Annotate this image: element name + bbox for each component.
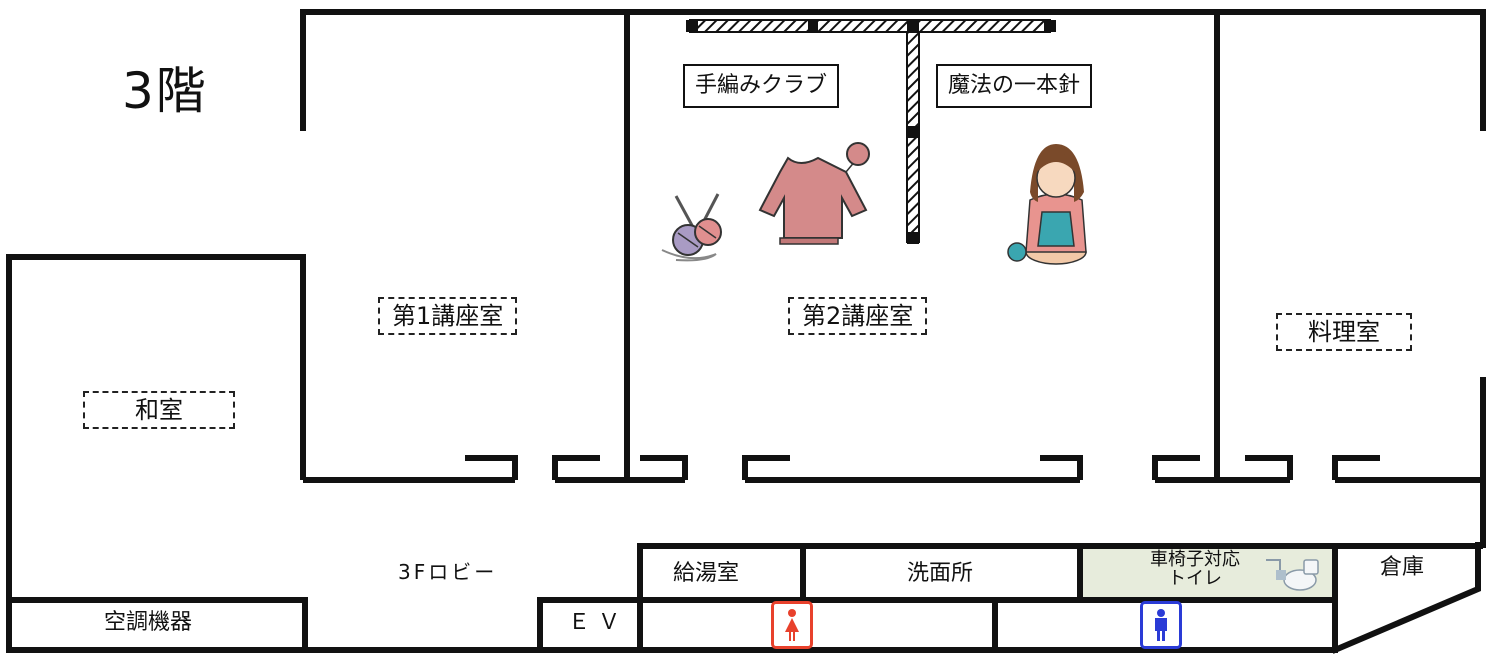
- male-toilet-icon[interactable]: [1140, 601, 1182, 649]
- accessible-toilet-label-line2: トイレ: [1168, 567, 1222, 589]
- club-label-magic-needle[interactable]: 魔法の一本針: [936, 64, 1093, 108]
- female-figure-icon: [785, 609, 799, 641]
- wheelchair-toilet-icon: [1266, 559, 1319, 591]
- storage-label[interactable]: 倉庫: [1380, 555, 1425, 580]
- room-label-cooking[interactable]: 料理室: [1276, 313, 1412, 351]
- washroom-label[interactable]: 洗面所: [907, 561, 974, 586]
- female-toilet-icon[interactable]: [771, 601, 813, 649]
- room-label-japanese[interactable]: 和室: [83, 391, 235, 429]
- lobby-label: 3Fロビー: [398, 560, 498, 584]
- floor-title: 3階: [122, 62, 208, 120]
- knitting-woman-icon: [1007, 144, 1087, 265]
- male-figure-icon: [1155, 609, 1167, 641]
- accessible-toilet-label-line1: 車椅子対応: [1150, 549, 1240, 570]
- room-label-lecture1[interactable]: 第1講座室: [378, 297, 518, 335]
- accessible-toilet-label[interactable]: 車椅子対応 トイレ: [1150, 549, 1240, 589]
- elevator-label[interactable]: ＥＶ: [568, 610, 629, 635]
- club-label-knitting[interactable]: 手編みクラブ: [683, 64, 840, 108]
- room-label-lecture2[interactable]: 第2講座室: [788, 297, 928, 335]
- interior-walls: [9, 12, 1483, 650]
- hvac-label: 空調機器: [104, 610, 193, 635]
- yarn-needles-icon: [661, 193, 722, 262]
- sweater-icon: [758, 142, 870, 245]
- movable-partitions: [686, 19, 1056, 244]
- kitchenette-label[interactable]: 給湯室: [673, 561, 740, 586]
- exterior-walls: [6, 9, 1486, 654]
